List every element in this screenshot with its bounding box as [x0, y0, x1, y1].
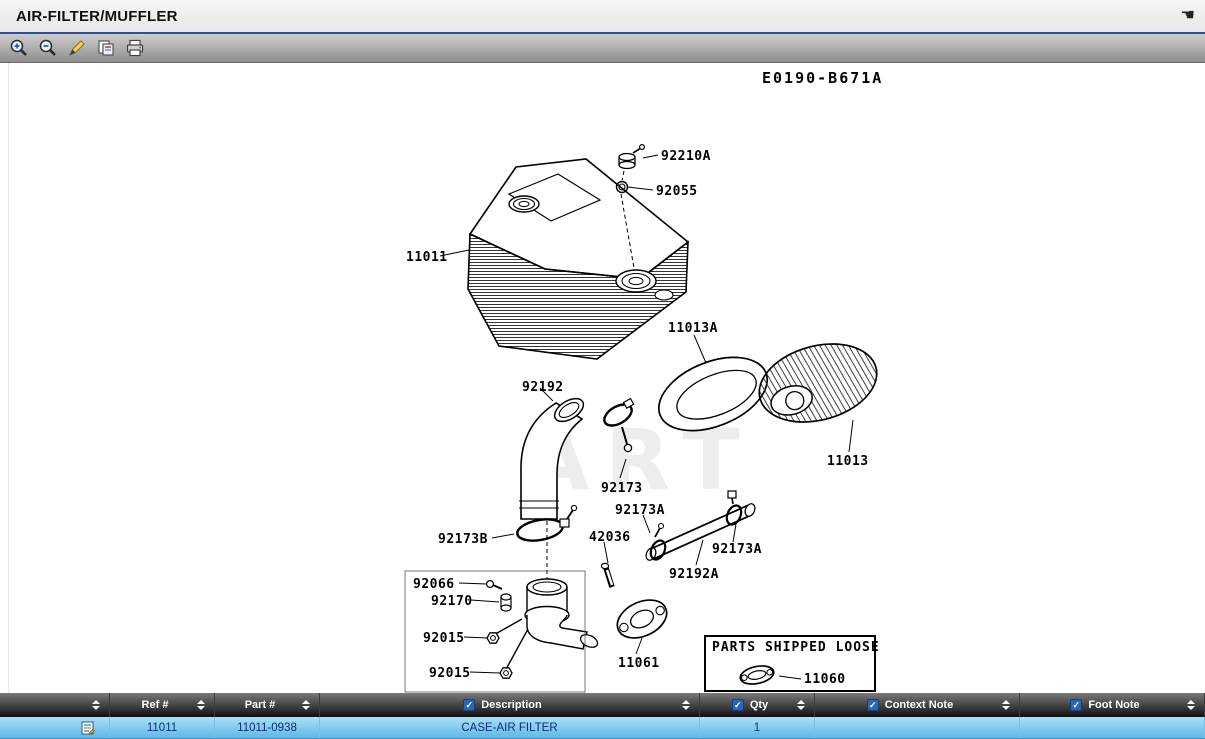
zoom-out-icon[interactable] — [37, 37, 59, 59]
column-header-select[interactable] — [0, 693, 110, 717]
part-label-92173A-1[interactable]: 92173A — [615, 503, 665, 518]
sort-icon[interactable] — [92, 700, 100, 710]
titlebar: AIR-FILTER/MUFFLER ☚ — [0, 0, 1205, 34]
diagram-code: E0190-B671A — [762, 69, 884, 87]
column-label: Foot Note — [1088, 699, 1140, 711]
print-icon[interactable] — [124, 37, 146, 59]
part-label-92192A[interactable]: 92192A — [669, 567, 719, 582]
part-label-11060[interactable]: 11060 — [804, 672, 846, 687]
panel-divider — [8, 63, 9, 693]
column-label: Part # — [244, 699, 276, 711]
part-label-11061[interactable]: 11061 — [618, 656, 660, 671]
part-label-92192[interactable]: 92192 — [522, 380, 564, 395]
exploded-view-drawing — [404, 143, 878, 693]
row-qty-cell: 1 — [700, 717, 815, 738]
row-description-cell: CASE-AIR FILTER — [320, 717, 700, 738]
foot-note-checkbox[interactable] — [1070, 699, 1083, 711]
sort-icon[interactable] — [197, 700, 205, 710]
parts-shipped-loose-box: PARTS SHIPPED LOOSE — [704, 635, 880, 692]
part-label-11013A[interactable]: 11013A — [668, 321, 718, 336]
row-ref-cell: 11011 — [110, 717, 215, 738]
row-part-cell: 11011-0938 — [215, 717, 320, 738]
part-label-92173B[interactable]: 92173B — [438, 532, 488, 547]
pencil-icon[interactable] — [66, 37, 88, 59]
column-label: Qty — [749, 699, 769, 711]
edit-note-icon[interactable] — [81, 721, 95, 735]
page-title: AIR-FILTER/MUFFLER — [16, 7, 178, 25]
part-label-11011[interactable]: 11011 — [406, 250, 448, 265]
context-note-checkbox[interactable] — [866, 699, 879, 711]
part-label-92066[interactable]: 92066 — [413, 577, 455, 592]
part-label-92173[interactable]: 92173 — [601, 481, 643, 496]
zoom-in-icon[interactable] — [8, 37, 30, 59]
column-header-ref[interactable]: Ref # — [110, 693, 215, 717]
parts-shipped-loose-title: PARTS SHIPPED LOOSE — [712, 640, 880, 655]
row-foot-note-cell — [1020, 717, 1205, 738]
column-header-description[interactable]: Description — [320, 693, 700, 717]
sort-icon[interactable] — [1002, 700, 1010, 710]
part-label-92015-2[interactable]: 92015 — [429, 666, 471, 681]
part-label-92173A-2[interactable]: 92173A — [712, 542, 762, 557]
part-label-42036[interactable]: 42036 — [589, 530, 631, 545]
toolbar — [0, 34, 1205, 63]
part-label-92015-1[interactable]: 92015 — [423, 631, 465, 646]
part-label-92210A[interactable]: 92210A — [661, 149, 711, 164]
diagram-panel: ART — [0, 63, 1205, 693]
parts-table-header: Ref # Part # Description Qty Context Not… — [0, 693, 1205, 717]
column-header-context-note[interactable]: Context Note — [815, 693, 1020, 717]
table-row-11011[interactable]: 11011 11011-0938 CASE-AIR FILTER 1 — [0, 717, 1205, 739]
column-header-part[interactable]: Part # — [215, 693, 320, 717]
part-label-11013[interactable]: 11013 — [827, 454, 869, 469]
column-header-qty[interactable]: Qty — [700, 693, 815, 717]
part-label-92055[interactable]: 92055 — [656, 184, 698, 199]
sort-icon[interactable] — [682, 700, 690, 710]
column-label: Ref # — [141, 699, 169, 711]
column-label: Context Note — [884, 699, 954, 711]
sort-icon[interactable] — [1187, 700, 1195, 710]
description-checkbox[interactable] — [463, 699, 476, 711]
sort-icon[interactable] — [797, 700, 805, 710]
row-select-cell — [0, 717, 110, 738]
row-context-note-cell — [815, 717, 1020, 738]
qty-checkbox[interactable] — [731, 699, 744, 711]
column-label: Description — [481, 699, 542, 711]
export-icon[interactable] — [95, 37, 117, 59]
hand-pointer-icon[interactable]: ☚ — [1180, 7, 1195, 24]
part-label-92170[interactable]: 92170 — [431, 594, 473, 609]
column-header-foot-note[interactable]: Foot Note — [1020, 693, 1205, 717]
sort-icon[interactable] — [302, 700, 310, 710]
